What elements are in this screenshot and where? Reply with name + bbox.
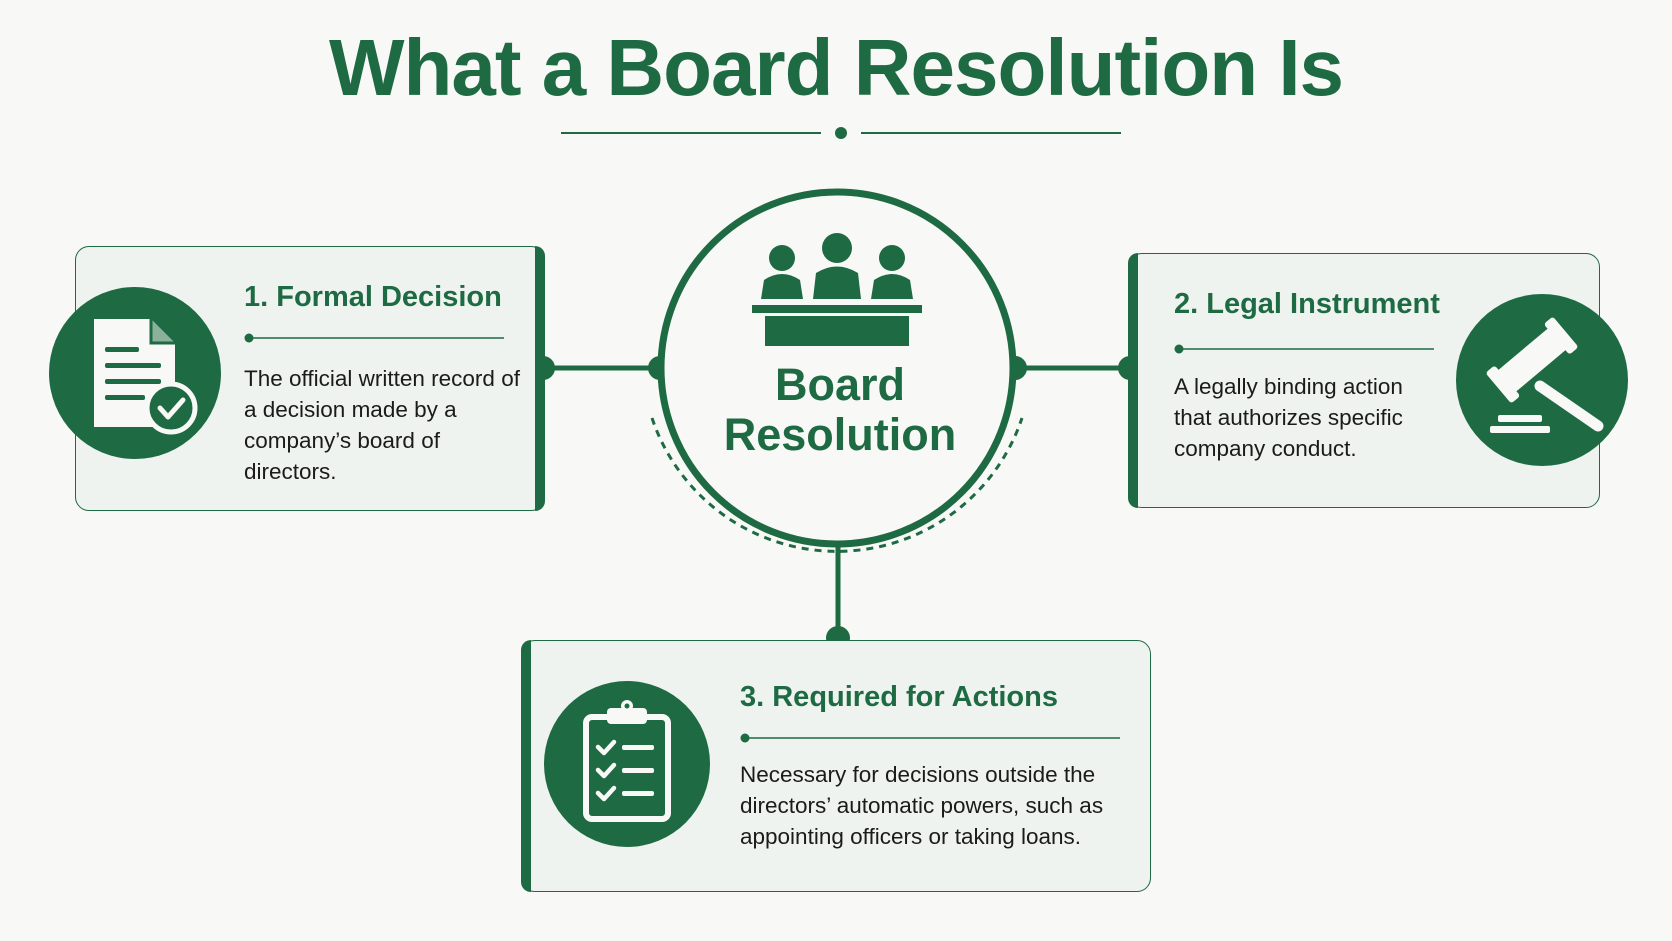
card-accent-bar [1128,253,1138,508]
card-heading-rule [740,733,1120,743]
card-accent-bar [535,246,545,511]
page-title: What a Board Resolution Is [328,23,1344,112]
title-divider [561,127,1121,139]
card-body: The official written record of a decisio… [244,366,520,484]
hub-label-line-2: Resolution [723,409,957,460]
card-accent-bar [521,640,531,892]
clipboard-checklist-icon [544,681,710,847]
board-meeting-icon [752,233,922,346]
card-heading: 2. Legal Instrument [1174,288,1440,320]
hub-label: Board Resolution [655,360,1025,460]
card-heading-rule [244,333,504,343]
card-heading: 1. Formal Decision [244,281,502,313]
card-body: A legally binding action that authorizes… [1174,374,1403,461]
card-heading-rule [1174,344,1434,354]
hub-circle [650,188,1024,553]
card-heading: 3. Required for Actions [740,681,1058,713]
document-check-icon [49,287,221,459]
gavel-icon [1456,294,1628,466]
card-body: Necessary for decisions outside the dire… [740,762,1104,849]
hub-label-line-1: Board [774,359,905,410]
